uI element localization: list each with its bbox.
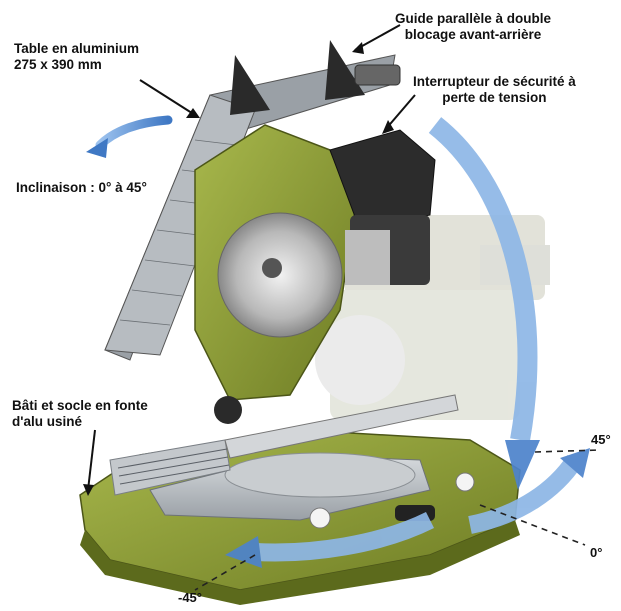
label-table-line1: Table en aluminium: [14, 41, 140, 56]
miter-arrow-right: [468, 448, 590, 534]
label-angle-zero: 0°: [590, 545, 603, 560]
tilt-arrow: [86, 115, 173, 158]
label-table-line2: 275 x 390 mm: [14, 57, 102, 72]
label-angle-pos45: 45°: [591, 432, 611, 447]
saw-head: [194, 124, 436, 424]
label-guide: Guide parallèle à double blocage avant-a…: [395, 11, 551, 43]
label-table: Table en aluminium 275 x 390 mm: [14, 41, 139, 73]
base: [79, 394, 521, 605]
label-guide-line2: blocage avant-arrière: [404, 27, 542, 42]
label-angle-neg45: -45°: [178, 590, 202, 605]
label-switch-line1: Interrupteur de sécurité à: [413, 74, 576, 89]
miter-arrow-left: [225, 511, 435, 568]
label-base-line1: Bâti et socle en fonte: [12, 398, 148, 413]
vertical-arc-arrow: [428, 117, 540, 490]
label-guide-line1: Guide parallèle à double: [395, 11, 552, 26]
label-switch-line2: perte de tension: [442, 90, 547, 105]
label-switch: Interrupteur de sécurité à perte de tens…: [413, 74, 576, 106]
label-base: Bâti et socle en fonte d'alu usiné: [12, 398, 148, 430]
label-tilt: Inclinaison : 0° à 45°: [16, 180, 147, 195]
label-base-line2: d'alu usiné: [12, 414, 82, 429]
